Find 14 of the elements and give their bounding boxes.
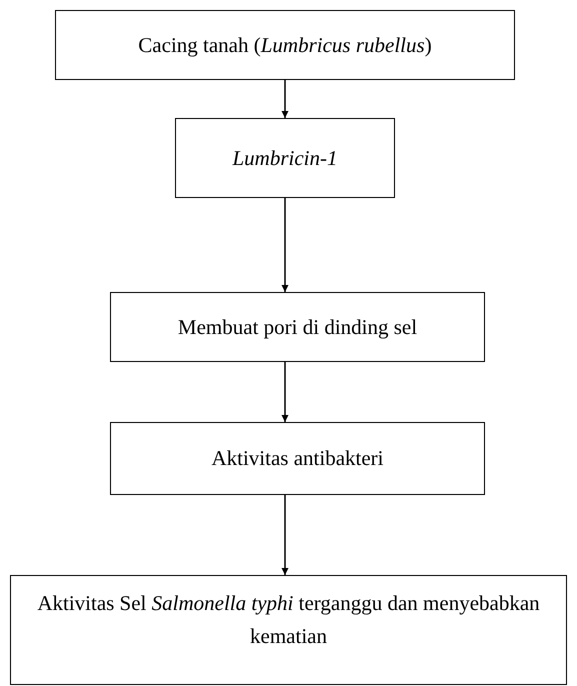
arrow bbox=[282, 495, 288, 575]
box-text: Membuat pori di dinding sel bbox=[178, 314, 418, 341]
box-text: Aktivitas antibakteri bbox=[211, 445, 384, 472]
arrow bbox=[282, 198, 288, 292]
box-text: Aktivitas Sel Salmonella typhi terganggu dan menyebabkan kematian bbox=[36, 590, 541, 650]
process-box bbox=[110, 422, 485, 495]
box-text: Lumbricin-1 bbox=[232, 144, 338, 172]
arrow bbox=[282, 80, 288, 118]
process-box bbox=[175, 118, 395, 198]
box-text: Cacing tanah (Lumbricus rubellus) bbox=[138, 32, 432, 59]
arrow bbox=[282, 362, 288, 422]
process-box bbox=[110, 292, 485, 362]
process-box bbox=[55, 10, 515, 80]
process-box bbox=[10, 575, 567, 685]
